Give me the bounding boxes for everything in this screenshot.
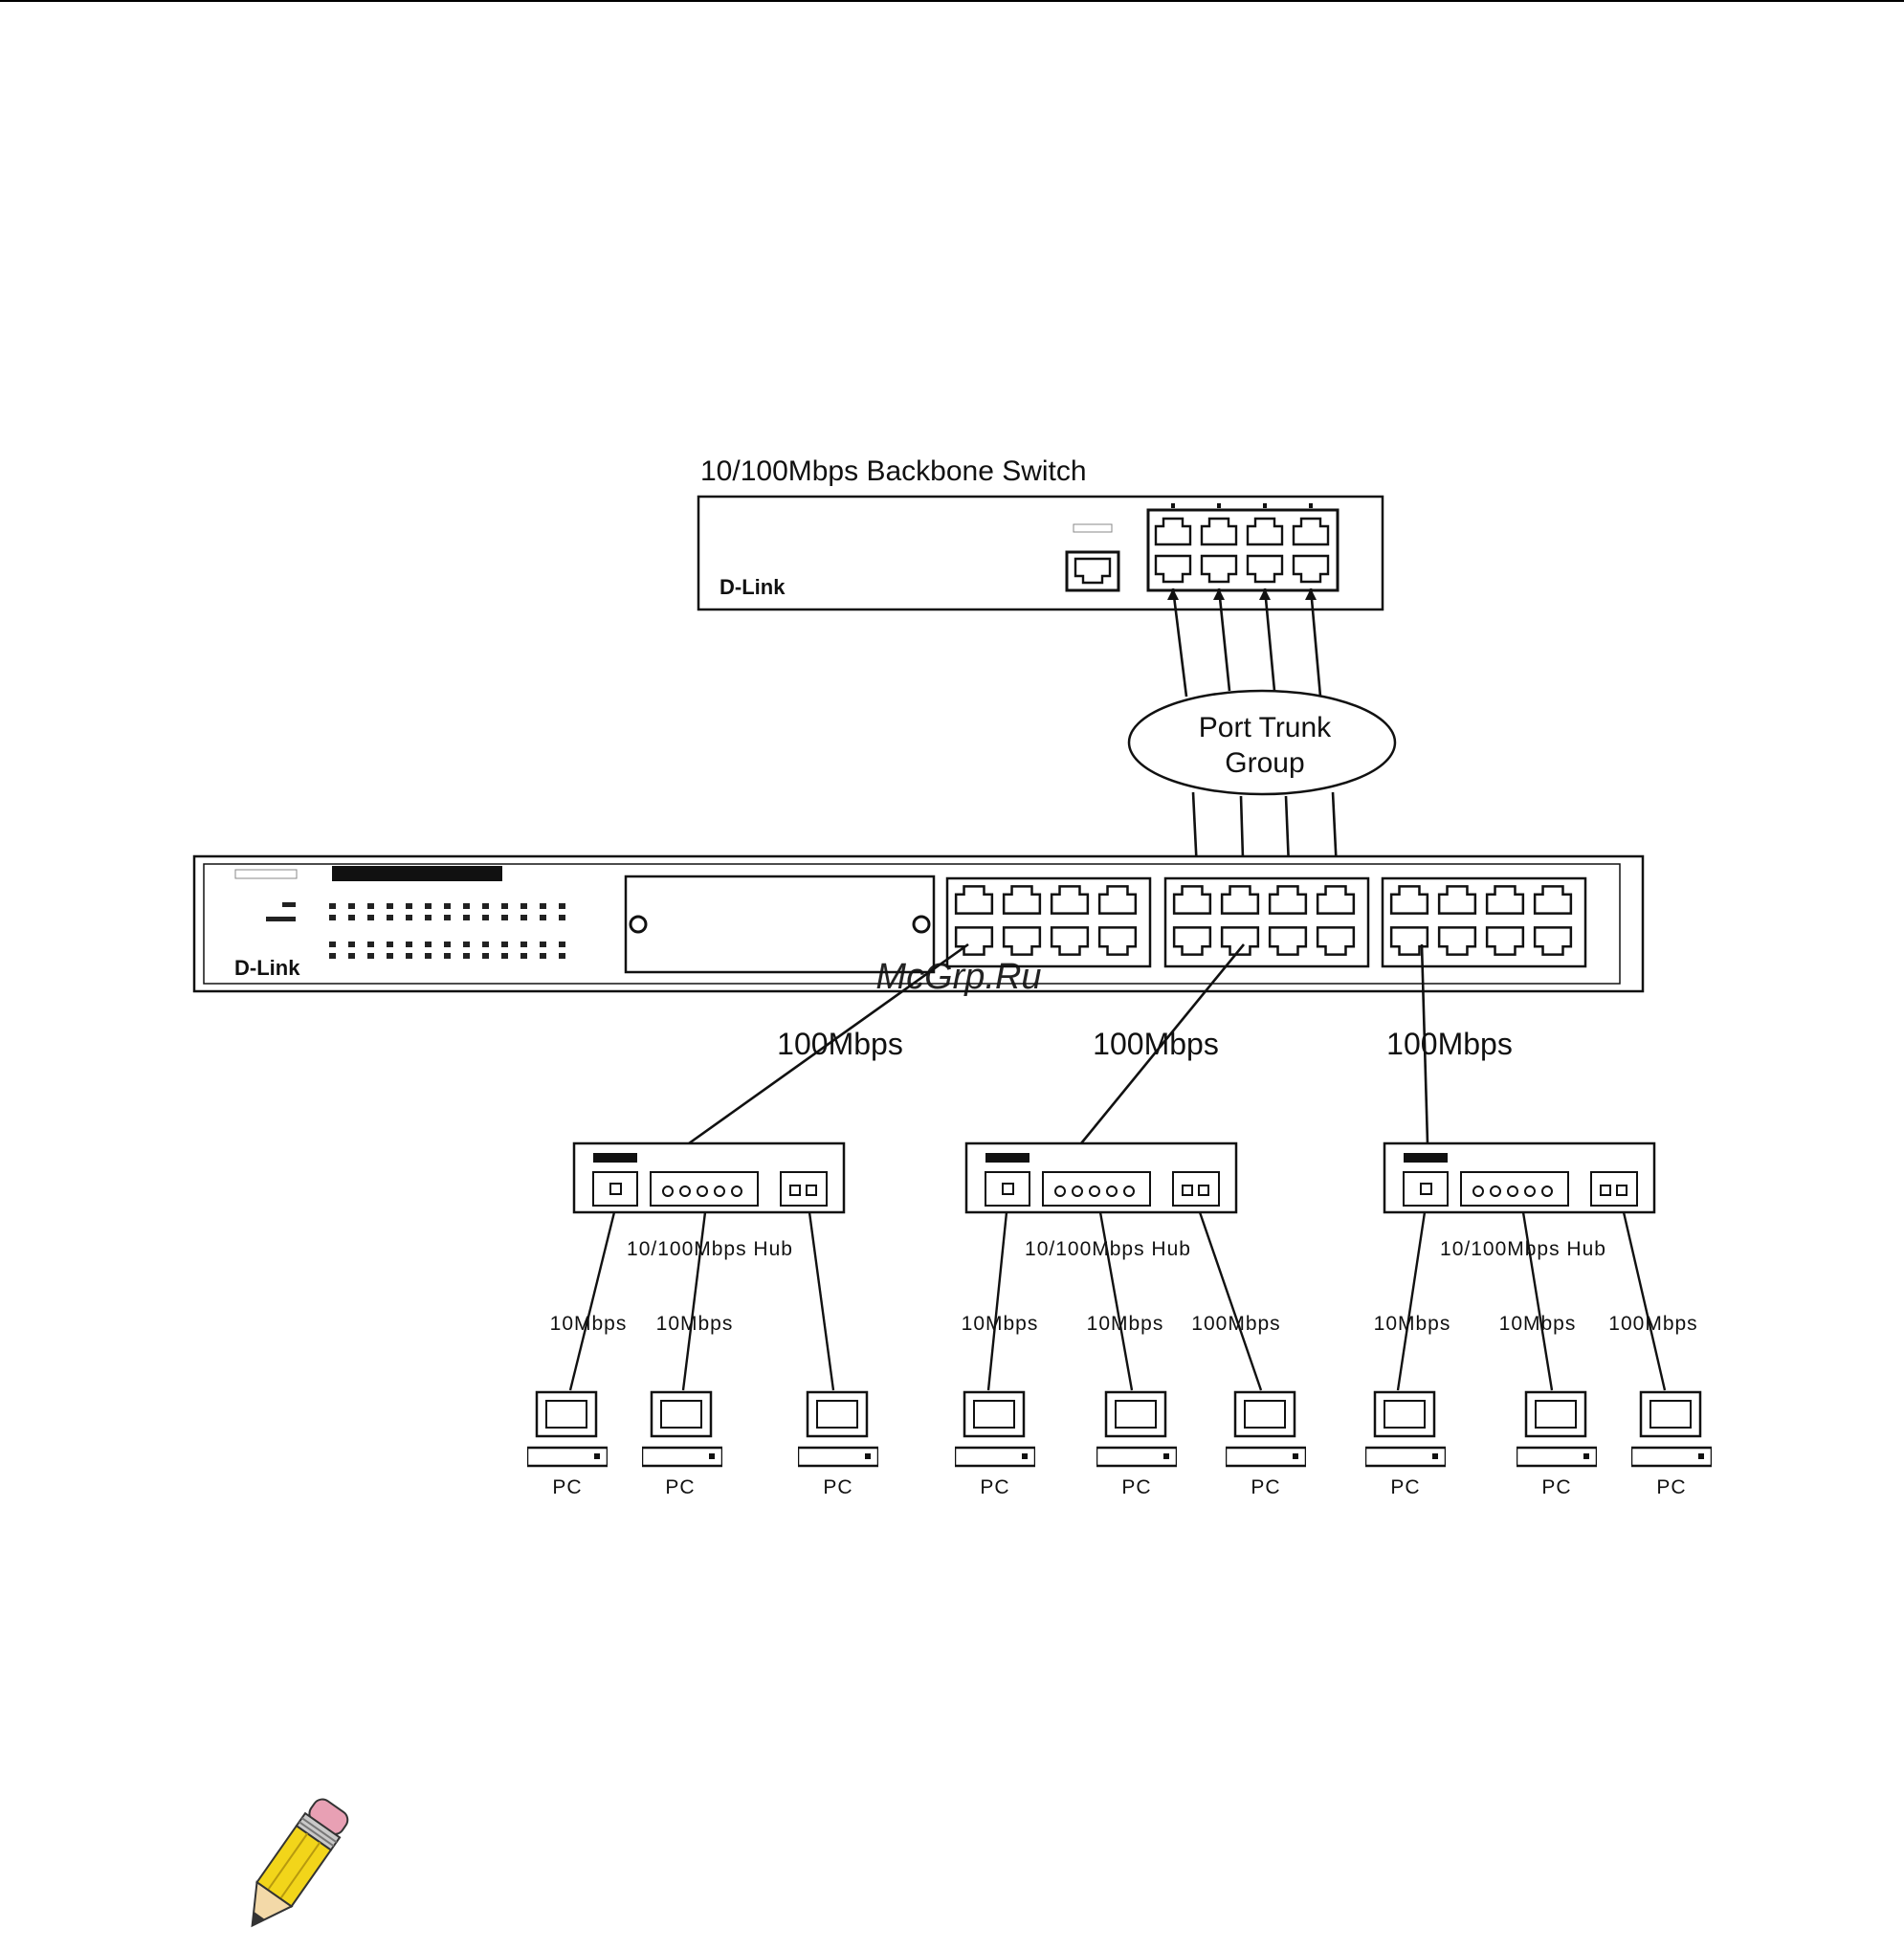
pc-link-speed-1-1: 10Mbps xyxy=(550,1313,628,1335)
pc-5: PC xyxy=(1096,1392,1177,1498)
backbone-switch-brand: D-Link xyxy=(720,575,786,599)
hub-1 xyxy=(574,1143,844,1212)
pc-7-label: PC xyxy=(1390,1476,1420,1498)
backbone-switch: 10/100Mbps Backbone Switch D-Link xyxy=(698,455,1383,609)
trunk-label-line1: Port Trunk xyxy=(1199,712,1332,743)
port-trunk-group: Port Trunk Group xyxy=(1129,691,1395,794)
pc-1-label: PC xyxy=(552,1476,582,1498)
pc-3: PC xyxy=(798,1392,878,1498)
pc-6-label: PC xyxy=(1251,1476,1280,1498)
hub-3-label: 10/100Mbps Hub xyxy=(1440,1238,1606,1260)
trunk-label-line2: Group xyxy=(1225,747,1304,779)
pc-6: PC xyxy=(1226,1392,1306,1498)
backbone-port-block xyxy=(1148,503,1338,590)
uplink-speed-3: 100Mbps xyxy=(1386,1027,1513,1061)
pc-link-speed-2-2: 10Mbps xyxy=(1087,1313,1164,1335)
port-block-2 xyxy=(1165,878,1368,966)
main-switch-port-blocks xyxy=(947,878,1585,966)
pc-4: PC xyxy=(955,1392,1035,1498)
pc-link-speed-2-1: 10Mbps xyxy=(962,1313,1039,1335)
pc-link-speed-3-2: 10Mbps xyxy=(1499,1313,1577,1335)
backbone-switch-title: 10/100Mbps Backbone Switch xyxy=(700,455,1087,487)
pc-1: PC xyxy=(527,1392,608,1498)
pc-link-speed-1-2: 10Mbps xyxy=(656,1313,734,1335)
pc-8-label: PC xyxy=(1541,1476,1571,1498)
pc-4-label: PC xyxy=(980,1476,1009,1498)
pc-5-label: PC xyxy=(1121,1476,1151,1498)
main-switch-brand: D-Link xyxy=(234,956,300,980)
pc-8: PC xyxy=(1517,1392,1597,1498)
pc-9: PC xyxy=(1631,1392,1712,1498)
uplink-speed-1: 100Mbps xyxy=(777,1027,903,1061)
pc-link-speed-3-3: 100Mbps xyxy=(1608,1313,1697,1335)
port-block-3 xyxy=(1383,878,1585,966)
hub-2 xyxy=(966,1143,1236,1212)
pc-3-label: PC xyxy=(823,1476,852,1498)
port-block-1 xyxy=(947,878,1150,966)
pc-link-speed-3-1: 10Mbps xyxy=(1374,1313,1451,1335)
uplink-speed-2: 100Mbps xyxy=(1093,1027,1219,1061)
pc-2: PC xyxy=(642,1392,722,1498)
pc-2-label: PC xyxy=(665,1476,695,1498)
hub-1-label: 10/100Mbps Hub xyxy=(627,1238,793,1260)
pc-link-speed-2-3: 100Mbps xyxy=(1191,1313,1280,1335)
hub-3 xyxy=(1384,1143,1654,1212)
pc-9-label: PC xyxy=(1656,1476,1686,1498)
pc-7: PC xyxy=(1365,1392,1446,1498)
pencil-note-icon xyxy=(225,1784,359,1947)
watermark: McGrp.Ru xyxy=(875,957,1041,997)
